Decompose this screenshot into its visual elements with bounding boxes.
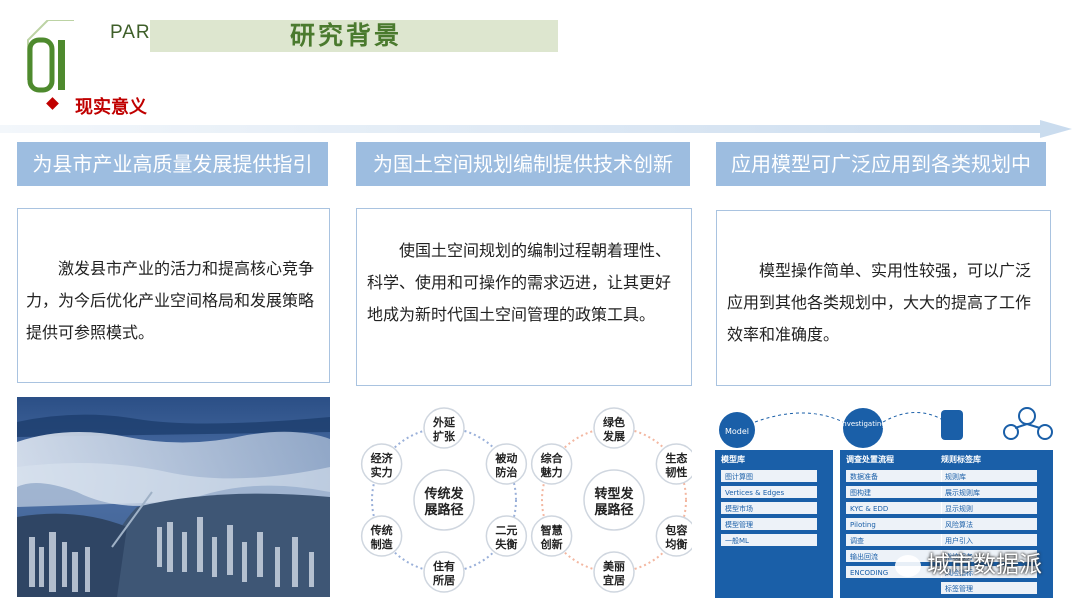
title-bar — [150, 20, 558, 52]
panel-item: 风险指标 — [945, 568, 973, 577]
svg-text:扩张: 扩张 — [433, 429, 456, 443]
column-body-box-1: 激发县市产业的活力和提高核心竞争力，为今后优化产业空间格局和发展策略提供可参照模… — [17, 208, 330, 383]
svg-text:综合: 综合 — [541, 451, 564, 465]
column-heading-3: 应用模型可广泛应用到各类规划中 — [716, 142, 1046, 186]
watermark: 城市数据派 — [895, 545, 1042, 579]
svg-text:防治: 防治 — [495, 465, 517, 479]
svg-text:所居: 所居 — [433, 573, 455, 587]
svg-text:经济: 经济 — [371, 451, 394, 465]
svg-text:外延: 外延 — [432, 415, 456, 429]
panel-item: Piloting — [850, 521, 876, 529]
panel-item: 图构建 — [850, 488, 871, 497]
svg-text:展路径: 展路径 — [424, 502, 463, 518]
panel-item: 标签管理 — [945, 584, 973, 593]
panel-item: 一般ML — [725, 536, 749, 545]
column-heading-1: 为县市产业高质量发展提供指引 — [17, 142, 328, 186]
panel-item: KYC & EDD — [850, 505, 888, 513]
svg-text:魅力: 魅力 — [541, 465, 563, 479]
svg-text:传统发: 传统发 — [423, 486, 464, 502]
column-body-text-3: 模型操作简单、实用性较强，可以广泛应用到其他各类规划中，大大的提高了工作效率和准… — [727, 261, 1032, 344]
stage-model-label: Model — [725, 427, 749, 436]
column-body-text-2: 使国土空间规划的编制过程朝着理性、科学、使用和可操作的需求迈进，让其更好地成为新… — [367, 241, 672, 324]
panel-item: 图计算图 — [725, 472, 753, 481]
panel-item: ENCODING — [850, 569, 888, 577]
panel-title: 调查处置流程 — [846, 454, 894, 464]
panel-item: 显示规则 — [945, 504, 973, 513]
svg-text:转型发: 转型发 — [594, 486, 634, 502]
svg-text:生态: 生态 — [665, 451, 687, 465]
svg-text:宜居: 宜居 — [603, 573, 625, 587]
panel-item: 模型市场 — [725, 504, 753, 513]
svg-text:均衡: 均衡 — [665, 537, 687, 551]
svg-text:制造: 制造 — [371, 537, 394, 551]
arrow-divider — [0, 120, 1072, 138]
svg-text:实力: 实力 — [371, 465, 393, 479]
panel-item: 模型管理 — [725, 520, 753, 529]
column-body-box-2: 使国土空间规划的编制过程朝着理性、科学、使用和可操作的需求迈进，让其更好地成为新… — [356, 208, 692, 386]
svg-text:创新: 创新 — [540, 537, 563, 551]
svg-text:失衡: 失衡 — [495, 537, 517, 551]
panel-item: 输出回流 — [850, 552, 878, 561]
column-body-text-1: 激发县市产业的活力和提高核心竞争力，为今后优化产业空间格局和发展策略提供可参照模… — [26, 259, 315, 342]
watermark-text: 城市数据派 — [927, 552, 1042, 578]
part-number-text: 01 — [0, 0, 1, 1]
panel-item: 数据准备 — [850, 472, 878, 481]
panel-item: 展示规则库 — [945, 488, 980, 497]
column-heading-2: 为国土空间规划编制提供技术创新 — [356, 142, 690, 186]
part-number-graphic — [27, 20, 74, 93]
svg-text:韧性: 韧性 — [665, 465, 687, 479]
panel-item: 用户引入 — [945, 536, 973, 545]
svg-text:展路径: 展路径 — [594, 502, 633, 518]
wechat-icon — [895, 554, 921, 577]
part-label: PART — [110, 22, 163, 43]
svg-text:二元: 二元 — [495, 524, 517, 537]
svg-text:被动: 被动 — [495, 451, 517, 465]
svg-text:智慧: 智慧 — [541, 523, 563, 537]
svg-text:传统: 传统 — [370, 523, 393, 537]
panel-item: 风险算法 — [945, 520, 973, 529]
svg-text:绿色: 绿色 — [603, 415, 625, 429]
section-subtitle: 现实意义 — [75, 97, 147, 118]
page-title: 研究背景 — [290, 21, 403, 50]
ring-transition — [541, 427, 687, 573]
stage-investigating-label: Investigating — [840, 420, 886, 428]
panel-item: Vertices & Edges — [725, 489, 784, 497]
ring-traditional — [371, 427, 517, 573]
panel-item: 指纹服务 — [945, 552, 973, 561]
bullet-diamond-icon — [46, 97, 59, 110]
panel-title: 规则标签库 — [941, 454, 981, 464]
city-aerial-photo — [17, 397, 330, 597]
column-body-box-3: 模型操作简单、实用性较强，可以广泛应用到其他各类规划中，大大的提高了工作效率和准… — [716, 210, 1051, 386]
panel-item: 调查 — [850, 536, 864, 545]
panel-title: 模型库 — [721, 454, 745, 464]
panel-item: 规则库 — [945, 472, 966, 481]
svg-text:美丽: 美丽 — [603, 559, 625, 573]
svg-text:发展: 发展 — [602, 429, 626, 443]
svg-text:住有: 住有 — [433, 559, 455, 573]
svg-text:包容: 包容 — [664, 523, 687, 537]
